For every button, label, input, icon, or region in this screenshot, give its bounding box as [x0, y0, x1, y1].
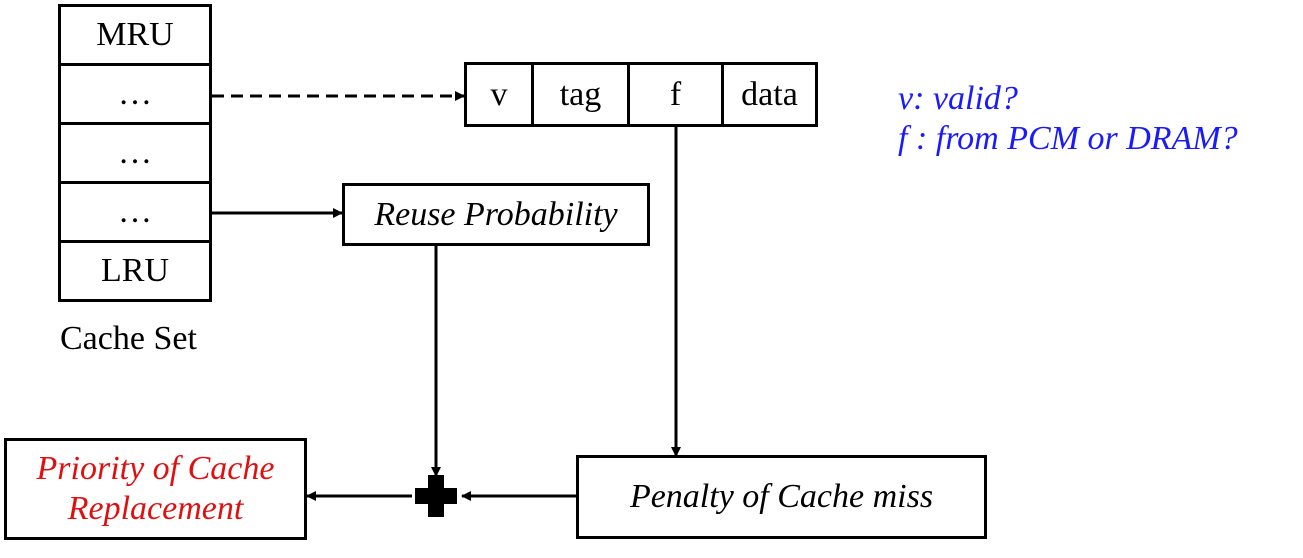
cache-set-entry-mru: MRU [58, 4, 212, 66]
priority-label-line1: Priority of Cache [36, 450, 275, 487]
penalty-label: Penalty of Cache miss [629, 478, 934, 515]
priority-label-line2: Replacement [67, 490, 244, 527]
field-flag: f [627, 62, 724, 127]
cache-set-entry: … [58, 63, 212, 125]
reuse-probability-label: Reuse Probability [374, 195, 618, 233]
cache-set-entry-lru: LRU [58, 240, 212, 302]
legend-valid: v: valid? [898, 80, 1018, 117]
field-label: v [490, 75, 508, 113]
field-valid: v [464, 62, 534, 127]
cache-set-entry-label: … [118, 75, 152, 112]
field-tag: tag [531, 62, 630, 127]
cache-set-entry-label: … [118, 134, 152, 171]
cache-set-entry: … [58, 122, 212, 184]
field-data: data [721, 62, 818, 127]
reuse-probability-box: Reuse Probability [342, 183, 650, 246]
cache-set-entry-label: LRU [101, 252, 169, 289]
cache-set-entry-label: MRU [96, 16, 174, 53]
field-label: f [669, 75, 682, 113]
legend-flag: f : from PCM or DRAM? [898, 120, 1238, 157]
cache-set-entry-label: … [118, 193, 152, 230]
priority-box: Priority of Cache Replacement [4, 438, 307, 540]
cache-set-caption: Cache Set [60, 320, 197, 357]
plus-combine-icon [415, 475, 457, 517]
penalty-box: Penalty of Cache miss [576, 455, 987, 539]
cache-set-entry: … [58, 181, 212, 243]
field-label: data [741, 75, 798, 113]
field-label: tag [559, 75, 602, 113]
